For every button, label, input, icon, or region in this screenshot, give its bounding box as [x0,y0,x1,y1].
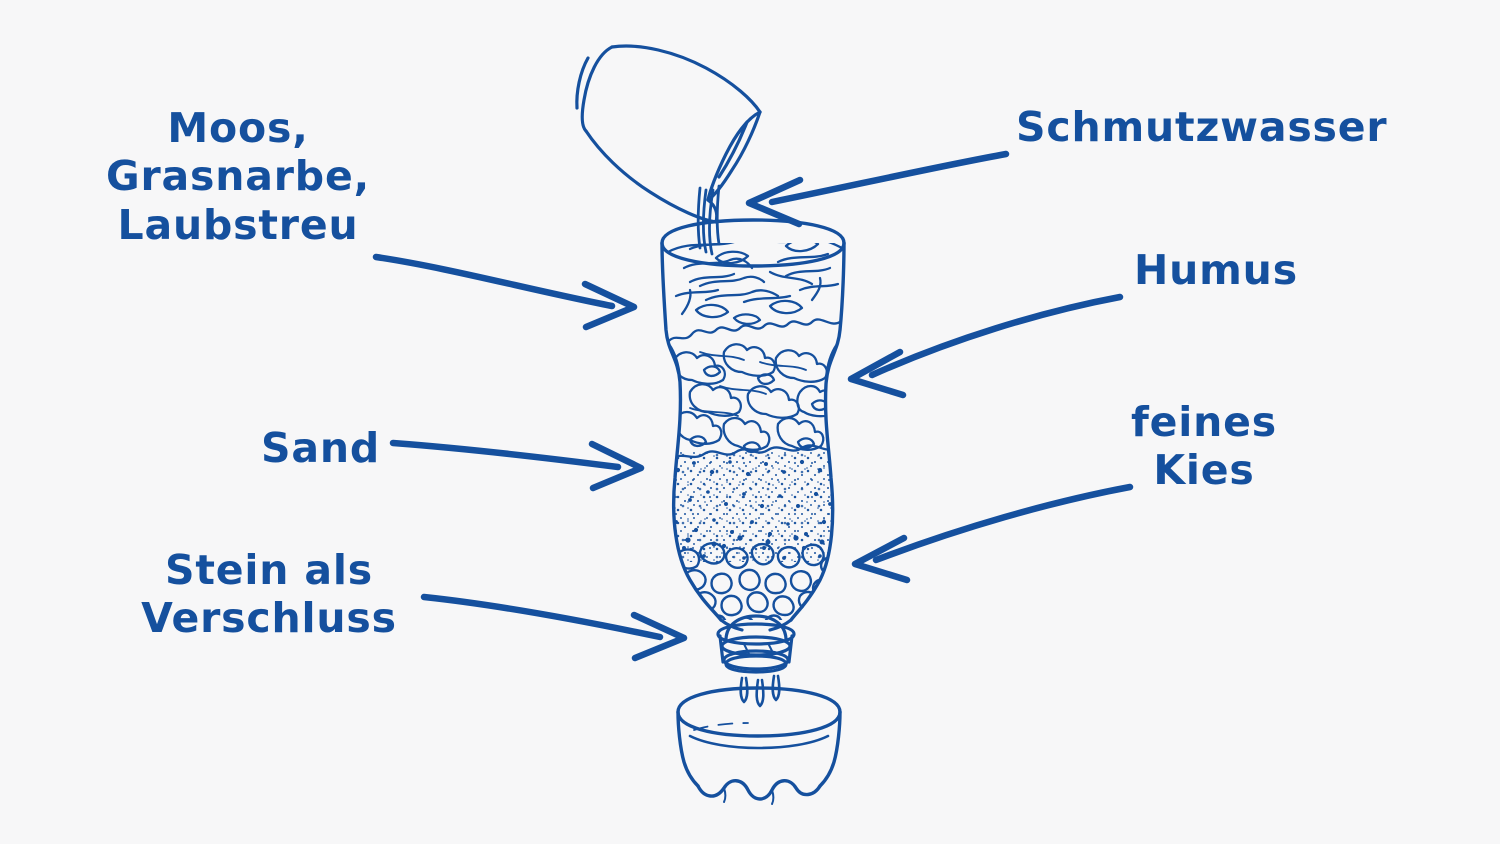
label-stone: Stein als Verschluss [141,546,397,643]
layer-humus [666,318,842,462]
layer-sand [662,452,844,562]
label-gravel: feines Kies [1130,398,1278,495]
drip-drops [739,674,781,708]
label-humus: Humus [1134,246,1298,294]
layer-moss [666,243,844,326]
label-sand: Sand [260,424,380,472]
arrow-moss [372,253,638,331]
collection-vessel [676,686,842,805]
arrow-gravel [851,483,1134,584]
arrow-stone [420,593,688,662]
arrow-humus [847,293,1124,399]
arrow-dirty-water [745,150,1010,228]
water-stream [696,184,721,256]
arrow-sand [389,439,645,492]
label-dirty-water: Schmutzwasser [1016,103,1388,151]
bottle-neck-with-stone [716,614,796,674]
pouring-glass [575,44,762,224]
label-moss: Moos, Grasnarbe, Laubstreu [106,104,370,249]
